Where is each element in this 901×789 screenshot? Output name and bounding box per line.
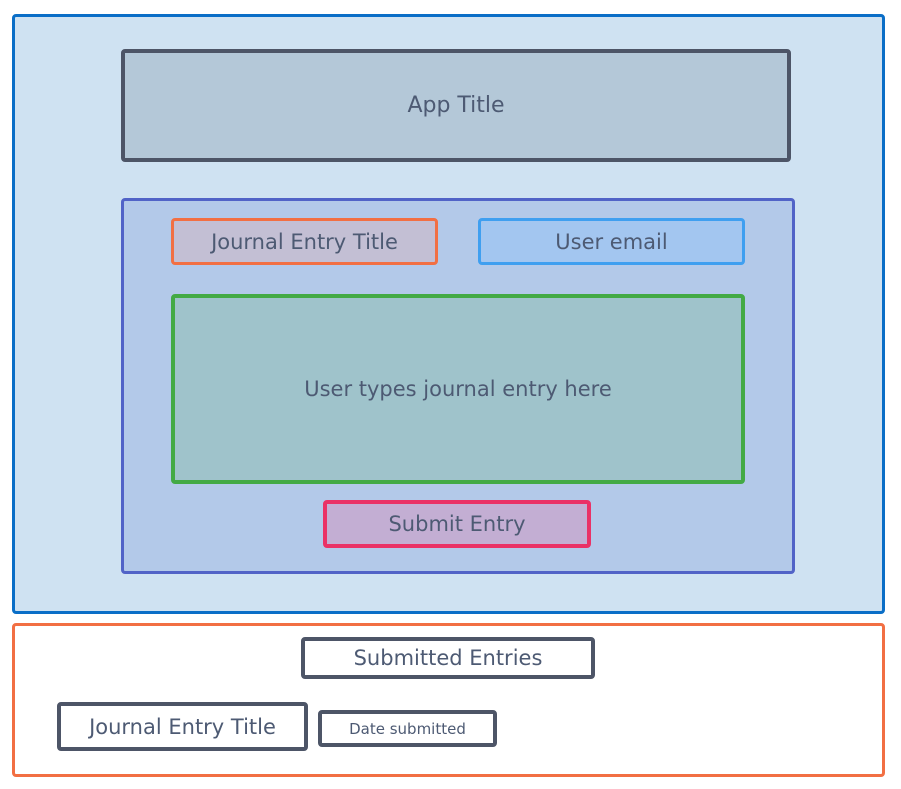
journal-entry-textarea[interactable]: User types journal entry here — [171, 294, 745, 484]
journal-title-input[interactable]: Journal Entry Title — [171, 218, 438, 265]
user-email-input-label: User email — [555, 229, 668, 254]
app-title: App Title — [121, 49, 791, 162]
entry-title-text: Journal Entry Title — [89, 714, 276, 739]
journal-entry-textarea-label: User types journal entry here — [304, 377, 612, 401]
user-email-input[interactable]: User email — [478, 218, 745, 265]
submit-entry-button-label: Submit Entry — [388, 512, 526, 536]
submitted-entries-heading: Submitted Entries — [301, 637, 595, 679]
entry-date-text: Date submitted — [349, 719, 466, 738]
app-title-text: App Title — [407, 93, 505, 118]
entry-date-cell: Date submitted — [318, 710, 497, 747]
entry-title-cell[interactable]: Journal Entry Title — [57, 702, 308, 751]
submitted-entries-heading-text: Submitted Entries — [353, 646, 543, 670]
submit-entry-button[interactable]: Submit Entry — [323, 500, 591, 548]
journal-title-input-label: Journal Entry Title — [211, 229, 398, 254]
